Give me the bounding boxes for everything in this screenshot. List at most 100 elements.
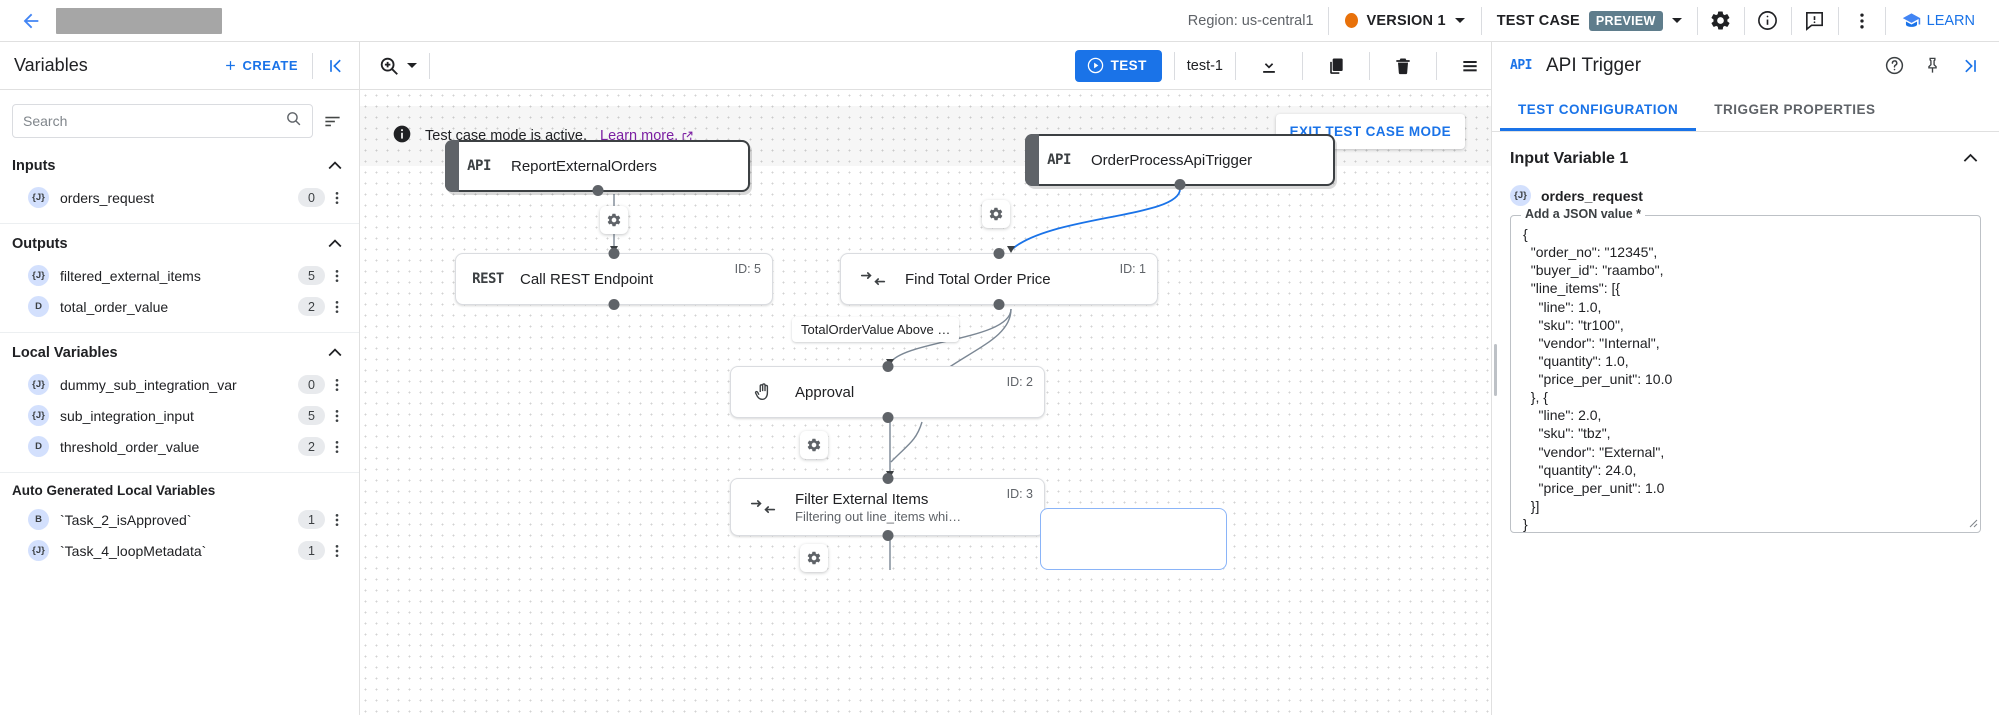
node-output-port[interactable] (882, 412, 893, 423)
collapse-right-icon[interactable] (1951, 46, 1989, 86)
node-title: Approval (795, 383, 855, 401)
version-status-dot (1344, 13, 1358, 28)
more-vert-icon[interactable] (1839, 0, 1885, 42)
node-output-port[interactable] (993, 299, 1005, 310)
preview-badge: PREVIEW (1588, 10, 1663, 31)
variable-section-title: Inputs (12, 158, 56, 174)
version-label: VERSION 1 (1366, 12, 1446, 29)
chevron-up-icon[interactable] (325, 234, 345, 254)
divider (1696, 6, 1698, 35)
workflow-canvas[interactable]: Test case mode is active. Learn more. EX… (360, 90, 1491, 715)
node-input-port[interactable] (608, 248, 620, 259)
node-filter-external-items[interactable]: Filter External Items Filtering out line… (730, 473, 1045, 541)
node-input-port[interactable] (993, 248, 1005, 259)
variables-panel-title: Variables (14, 55, 88, 75)
variable-row[interactable]: B`Task_2_isApproved`1 (0, 504, 359, 535)
divider (1480, 6, 1482, 35)
canvas-area: TEST test-1 (360, 42, 1491, 715)
variables-panel-header: Variables CREATE (0, 42, 359, 90)
variable-row[interactable]: {J}`Task_4_loopMetadata`1 (0, 535, 359, 566)
test-case-selector[interactable]: TEST CASE PREVIEW (1482, 10, 1697, 31)
copy-icon[interactable] (1315, 45, 1357, 87)
edge-config-gear-icon[interactable] (982, 200, 1010, 228)
chevron-up-icon[interactable] (1960, 148, 1981, 169)
info-icon[interactable] (1745, 0, 1791, 42)
learn-button[interactable]: LEARN (1886, 11, 1989, 30)
delete-icon[interactable] (1382, 45, 1424, 87)
more-vert-icon[interactable] (325, 543, 349, 559)
node-output-port[interactable] (1174, 179, 1186, 190)
variable-count-badge: 5 (298, 266, 325, 285)
edge-condition-label[interactable]: TotalOrderValue Above … (792, 317, 960, 342)
variables-list-scroll[interactable]: Inputs {J}orders_request0Outputs{J}filter… (0, 90, 359, 715)
back-icon[interactable] (14, 4, 48, 38)
gear-icon[interactable] (1698, 0, 1744, 42)
divider (1884, 6, 1886, 35)
search-input[interactable] (23, 113, 277, 129)
node-call-rest-endpoint[interactable]: REST Call REST Endpoint ID: 5 (455, 248, 773, 310)
pin-icon[interactable] (1913, 46, 1951, 86)
more-vert-icon[interactable] (325, 190, 349, 206)
version-selector[interactable]: VERSION 1 (1329, 13, 1481, 29)
exit-test-case-mode-button[interactable]: EXIT TEST CASE MODE (1275, 114, 1465, 149)
divider (1837, 6, 1839, 35)
variable-section-header[interactable]: Outputs (0, 224, 359, 260)
node-output-port[interactable] (882, 530, 893, 541)
chevron-up-icon[interactable] (325, 343, 345, 363)
edge-config-gear-icon[interactable] (800, 431, 828, 459)
resize-handle-icon[interactable] (1966, 516, 1978, 531)
more-vert-icon[interactable] (325, 299, 349, 315)
search-box[interactable] (12, 104, 313, 138)
variable-count-badge: 2 (298, 437, 325, 456)
tab-test-configuration[interactable]: TEST CONFIGURATION (1500, 89, 1697, 131)
node-report-external-orders[interactable]: API ReportExternalOrders (445, 140, 750, 196)
node-title: ReportExternalOrders (511, 157, 657, 175)
search-row (0, 90, 359, 146)
help-icon[interactable] (1875, 46, 1913, 86)
collapse-variables-panel-button[interactable] (313, 42, 359, 90)
variable-section-header[interactable]: Inputs (0, 146, 359, 182)
more-vert-icon[interactable] (325, 512, 349, 528)
variable-section-header[interactable]: Local Variables (0, 333, 359, 369)
feedback-icon[interactable] (1792, 0, 1838, 42)
panel-scrollbar[interactable] (1494, 344, 1497, 396)
variable-name: orders_request (1541, 187, 1643, 204)
node-input-port[interactable] (882, 361, 893, 372)
more-vert-icon[interactable] (325, 268, 349, 284)
sort-icon[interactable] (317, 112, 347, 131)
more-vert-icon[interactable] (325, 439, 349, 455)
json-value-textarea[interactable]: { "order_no": "12345", "buyer_id": "raam… (1510, 215, 1981, 533)
node-order-process-api-trigger[interactable]: API OrderProcessApiTrigger (1025, 134, 1335, 190)
download-icon[interactable] (1248, 45, 1290, 87)
zoom-tool-icon[interactable] (374, 55, 429, 77)
more-vert-icon[interactable] (325, 377, 349, 393)
node-output-port[interactable] (608, 299, 620, 310)
list-icon[interactable] (1449, 45, 1491, 87)
node-find-total-order-price[interactable]: Find Total Order Price ID: 1 (840, 248, 1158, 310)
edge-config-gear-icon[interactable] (800, 544, 828, 572)
edge-config-gear-icon[interactable] (600, 206, 628, 234)
more-vert-icon[interactable] (325, 408, 349, 424)
placeholder-node-outline[interactable] (1040, 508, 1227, 570)
variable-count-badge: 1 (298, 510, 325, 529)
node-input-port[interactable] (882, 473, 893, 484)
tab-trigger-properties[interactable]: TRIGGER PROPERTIES (1714, 102, 1876, 117)
node-output-port[interactable] (592, 185, 603, 196)
input-variable-header[interactable]: Input Variable 1 (1510, 148, 1981, 169)
create-variable-label: CREATE (242, 58, 298, 73)
create-variable-button[interactable]: CREATE (223, 58, 312, 73)
chevron-up-icon[interactable] (325, 156, 345, 176)
variable-type-badge: {J} (28, 187, 49, 208)
node-id-label: ID: 5 (734, 262, 761, 276)
test-button[interactable]: TEST (1074, 49, 1162, 82)
node-id-label: ID: 1 (1119, 262, 1146, 276)
variable-section-header[interactable]: Auto Generated Local Variables (0, 473, 359, 504)
node-approval[interactable]: Approval ID: 2 (730, 361, 1045, 423)
